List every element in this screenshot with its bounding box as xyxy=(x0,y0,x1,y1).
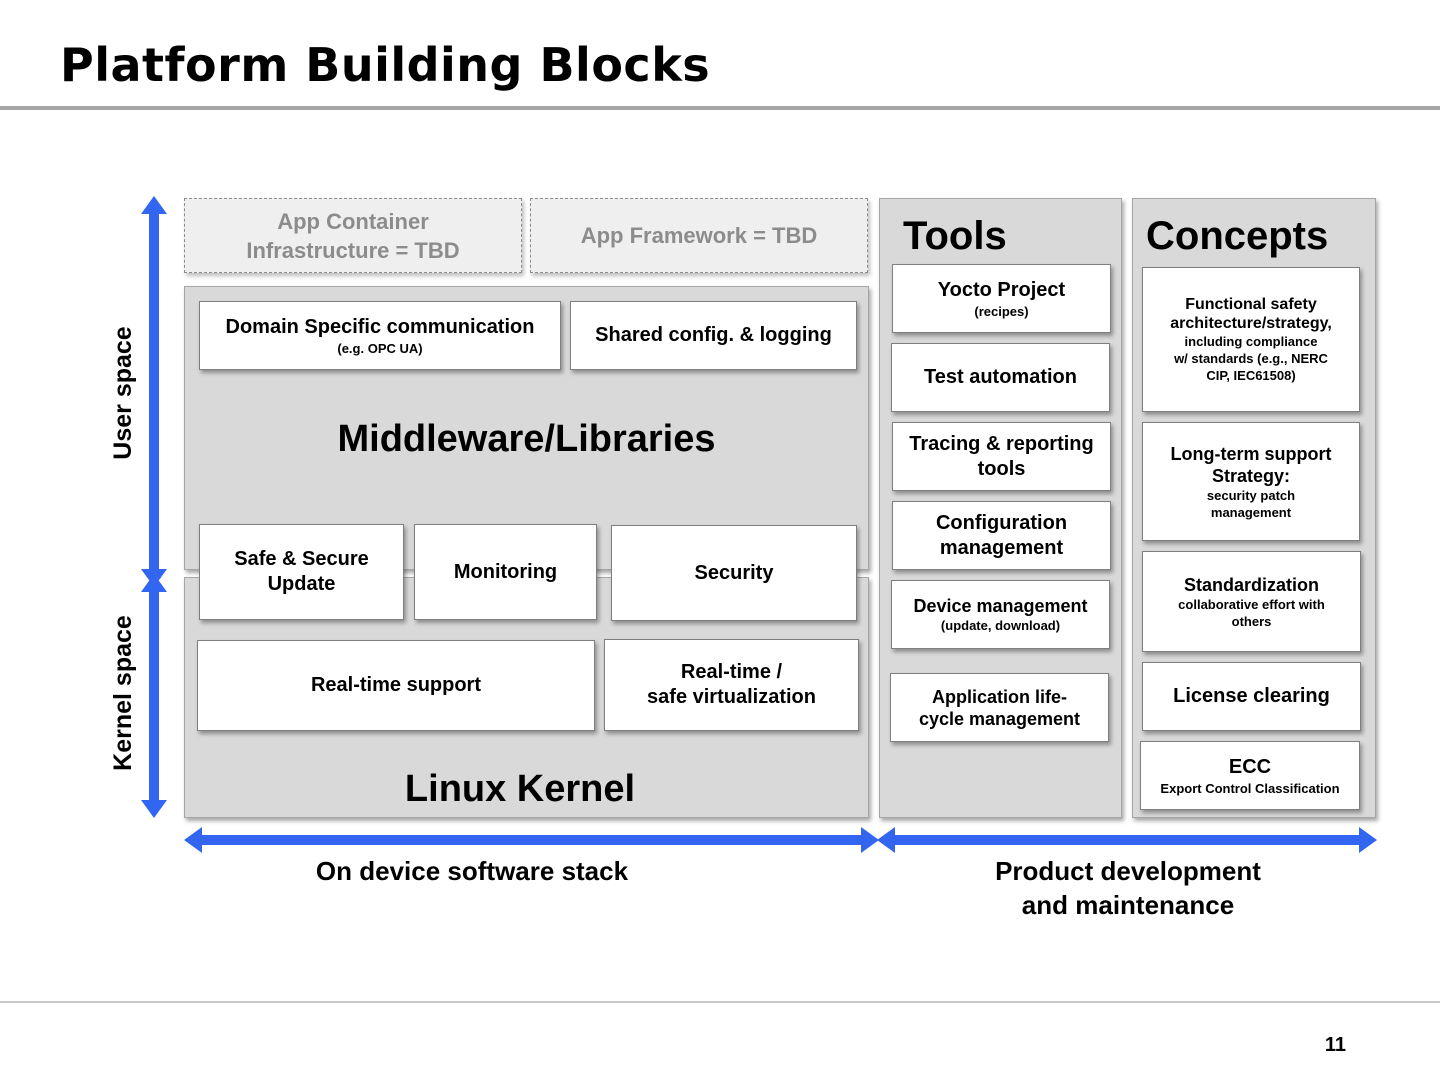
security-box: Security xyxy=(611,525,857,621)
lifecycle-line2: cycle management xyxy=(918,708,1081,729)
domain-communication-note: (e.g. OPC UA) xyxy=(337,340,423,356)
on-device-caption: On device software stack xyxy=(315,856,629,886)
ecc-label: ECC xyxy=(1228,755,1272,778)
functional-safety-note3: CIP, IEC61508) xyxy=(1206,368,1296,383)
standardization-label: Standardization xyxy=(1183,574,1319,595)
tracing-line1: Tracing & reporting xyxy=(909,432,1094,455)
license-clearing-label: License clearing xyxy=(1173,685,1330,707)
tracing-line2: tools xyxy=(977,457,1026,480)
concepts-heading: Concepts xyxy=(1146,214,1329,258)
safe-update-box: Safe & Secure Update xyxy=(199,524,404,620)
test-automation-box: Test automation xyxy=(891,343,1110,412)
test-automation-label: Test automation xyxy=(924,366,1077,388)
product-dev-line2: and maintenance xyxy=(1021,890,1235,920)
yocto-box: Yocto Project (recipes) xyxy=(892,264,1111,333)
title-divider xyxy=(0,106,1440,110)
safe-update-line2: Update xyxy=(267,573,336,595)
safe-update-line1: Safe & Secure xyxy=(234,548,369,570)
lts-line1: Long-term support xyxy=(1170,443,1332,464)
realtime-support-box: Real-time support xyxy=(197,640,595,731)
page-number: 11 xyxy=(1324,1034,1346,1056)
standardization-box: Standardization collaborative effort wit… xyxy=(1142,551,1361,652)
app-container-line1: App Container xyxy=(277,208,429,234)
yocto-note: (recipes) xyxy=(974,303,1029,319)
standardization-note2: others xyxy=(1231,613,1272,629)
monitoring-label: Monitoring xyxy=(453,560,558,583)
device-management-note: (update, download) xyxy=(940,618,1061,633)
domain-communication-label: Domain Specific communication xyxy=(225,315,535,338)
device-management-box: Device management (update, download) xyxy=(891,580,1110,649)
config-management-line1: Configuration xyxy=(935,511,1068,534)
tools-heading: Tools xyxy=(903,214,1007,258)
shared-config-label: Shared config. & logging xyxy=(595,324,832,346)
kernel-space-arrow xyxy=(141,574,167,818)
product-dev-arrow xyxy=(877,827,1377,853)
virtualization-line1: Real-time / xyxy=(680,661,783,683)
lts-note2: management xyxy=(1210,504,1292,520)
functional-safety-note1: including compliance xyxy=(1184,334,1318,349)
ecc-box: ECC Export Control Classification xyxy=(1140,741,1360,810)
lifecycle-box: Application life- cycle management xyxy=(890,673,1109,742)
virtualization-line2: safe virtualization xyxy=(647,686,816,708)
footer-divider xyxy=(0,1001,1440,1003)
app-framework-box: App Framework = TBD xyxy=(530,198,868,273)
app-container-line2: Infrastructure = TBD xyxy=(246,237,460,263)
monitoring-box: Monitoring xyxy=(414,524,597,620)
page-title: Platform Building Blocks xyxy=(60,38,711,92)
domain-communication-box: Domain Specific communication (e.g. OPC … xyxy=(199,301,561,370)
user-space-arrow xyxy=(141,196,167,587)
kernel-label: Linux Kernel xyxy=(404,768,636,810)
functional-safety-line2: architecture/strategy, xyxy=(1170,315,1332,332)
yocto-label: Yocto Project xyxy=(937,278,1066,301)
device-management-label: Device management xyxy=(913,596,1088,616)
product-dev-caption: Product development and maintenance xyxy=(928,854,1328,922)
product-dev-line1: Product development xyxy=(995,856,1261,886)
standardization-note1: collaborative effort with xyxy=(1178,596,1325,612)
shared-config-box: Shared config. & logging xyxy=(570,301,857,370)
lts-line2: Strategy: xyxy=(1211,465,1291,486)
app-container-box: App Container Infrastructure = TBD xyxy=(184,198,522,273)
lifecycle-line1: Application life- xyxy=(932,686,1067,707)
functional-safety-line1: Functional safety xyxy=(1185,296,1317,313)
security-label: Security xyxy=(694,561,774,584)
license-clearing-box: License clearing xyxy=(1142,662,1361,731)
lts-note1: security patch xyxy=(1206,487,1296,503)
ecc-note: Export Control Classification xyxy=(1160,780,1340,796)
on-device-arrow xyxy=(184,827,879,853)
config-management-box: Configuration management xyxy=(892,501,1111,570)
tracing-box: Tracing & reporting tools xyxy=(892,422,1111,491)
functional-safety-box: Functional safety architecture/strategy,… xyxy=(1142,267,1360,412)
realtime-support-label: Real-time support xyxy=(310,674,482,696)
virtualization-box: Real-time / safe virtualization xyxy=(604,639,859,731)
config-management-line2: management xyxy=(939,536,1064,559)
lts-box: Long-term support Strategy: security pat… xyxy=(1142,422,1360,541)
app-framework-label: App Framework = TBD xyxy=(580,223,818,248)
functional-safety-note2: w/ standards (e.g., NERC xyxy=(1174,351,1328,366)
middleware-label: Middleware/Libraries xyxy=(337,418,716,460)
